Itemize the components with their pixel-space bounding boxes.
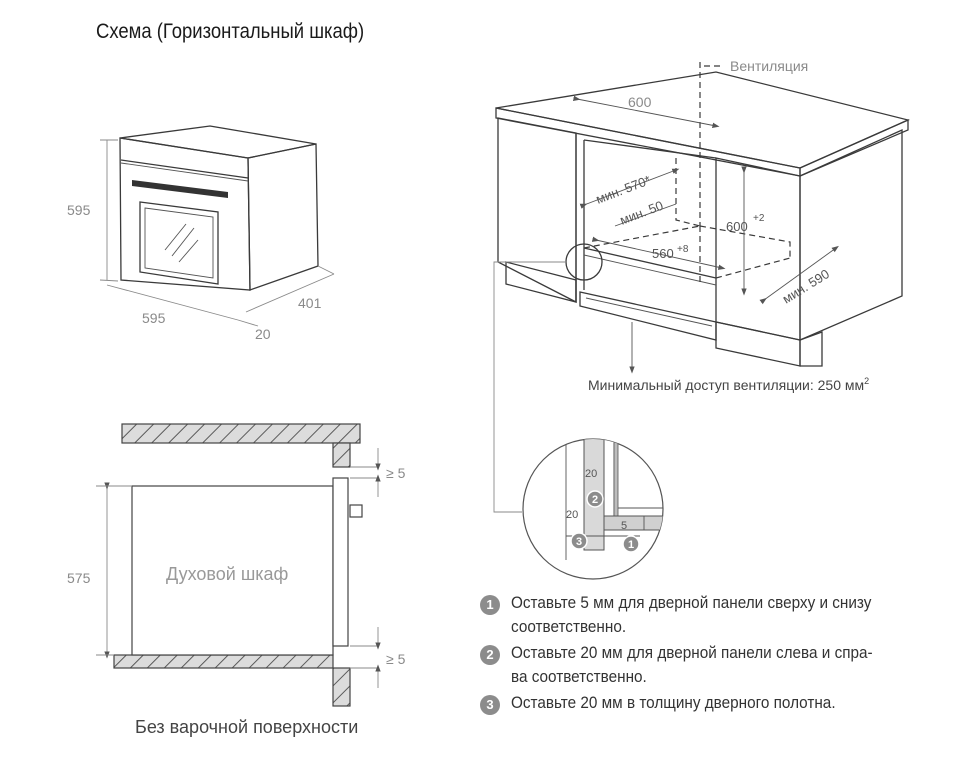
note-number: 3 xyxy=(480,695,500,715)
note-item: 3 Оставьте 20 мм в толщину дверного поло… xyxy=(480,691,920,715)
notes-list: 1 Оставьте 5 мм для дверной панели сверх… xyxy=(480,591,920,717)
note-number: 2 xyxy=(480,645,500,665)
section-height-dim: 575 xyxy=(67,570,91,586)
note-number: 1 xyxy=(480,595,500,615)
note-item: 2 Оставьте 20 мм для дверной панели слев… xyxy=(480,641,920,689)
detail-door-gap: 5 xyxy=(621,520,627,532)
section-caption: Без варочной поверхности xyxy=(135,717,358,737)
gap-top-dim: ≥ 5 xyxy=(386,465,406,481)
detail-circle xyxy=(522,438,664,580)
inner-width-dim: 560 xyxy=(652,246,674,261)
oven-front-dim: 20 xyxy=(255,326,271,342)
gap-bottom-dim: ≥ 5 xyxy=(386,651,406,667)
detail-badge-1: 1 xyxy=(628,539,634,551)
detail-side-gap: 20 xyxy=(566,509,578,521)
page-title: Схема (Горизонтальный шкаф) xyxy=(96,20,365,43)
oven-door xyxy=(332,477,349,647)
oven-isometric xyxy=(99,125,335,327)
oven-knob xyxy=(349,504,363,518)
min-gap-dim: мин. 50 xyxy=(618,198,665,228)
oven-handle xyxy=(132,180,228,198)
oven-window xyxy=(139,201,219,285)
section-view xyxy=(96,423,381,707)
oven-label: Духовой шкаф xyxy=(166,564,289,584)
vent-access-label: Минимальный доступ вентиляции: 250 мм2 xyxy=(588,376,869,393)
oven-height-dim: 595 xyxy=(67,202,91,218)
min-depth-dim: мин. 570* xyxy=(594,172,653,207)
vent-label: Вентиляция xyxy=(730,58,808,74)
countertop-section xyxy=(121,423,361,444)
detail-top-gap: 20 xyxy=(585,468,597,480)
inner-width-tol: +8 xyxy=(677,244,689,255)
cabinet-height-tol: +2 xyxy=(753,213,765,224)
note-item: 1 Оставьте 5 мм для дверной панели сверх… xyxy=(480,591,920,639)
shelf-section xyxy=(113,654,334,669)
cabinet-width-dim: 600 xyxy=(628,94,652,110)
oven-width-dim: 595 xyxy=(142,310,166,326)
detail-badge-2: 2 xyxy=(592,494,598,506)
oven-depth-dim: 401 xyxy=(298,295,322,311)
cabinet-height-dim: 600 xyxy=(726,219,748,234)
cabinet-isometric xyxy=(493,62,910,513)
detail-badge-3: 3 xyxy=(576,536,582,548)
note-text: Оставьте 20 мм в толщину дверного полотн… xyxy=(511,693,836,712)
min-width-dim: мин. 590 xyxy=(780,266,832,306)
note-text: Оставьте 5 мм для дверной панели сверху … xyxy=(511,593,872,636)
note-text: Оставьте 20 мм для дверной панели слева … xyxy=(511,643,873,686)
